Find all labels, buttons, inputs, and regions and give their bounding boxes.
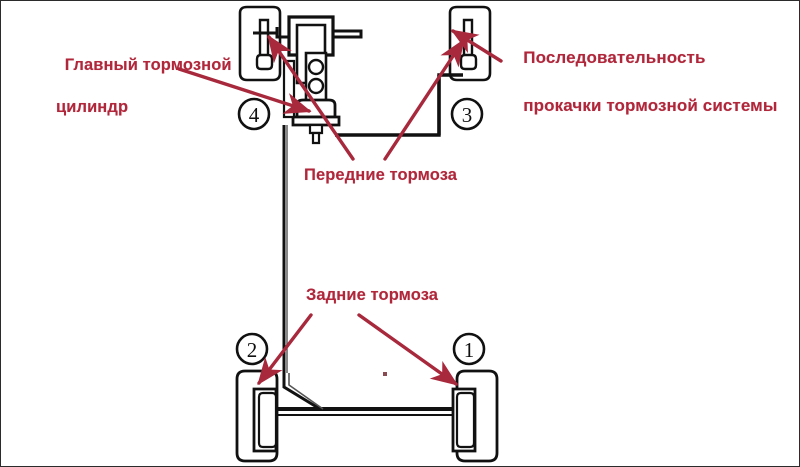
marker-1-label: 1 bbox=[464, 338, 475, 362]
arrow-front-brakes-to-front-right bbox=[383, 38, 465, 161]
pipe-front-right-run bbox=[335, 73, 463, 137]
label-rear-brakes: Задние тормоза bbox=[306, 286, 439, 304]
marker-2-circle bbox=[235, 332, 269, 366]
label-master-cylinder-line2: цилиндр bbox=[56, 98, 129, 116]
marker-4-circle bbox=[237, 97, 271, 131]
arrow-rear-brakes-to-rear-left bbox=[257, 313, 313, 386]
label-front-brakes: Передние тормоза bbox=[304, 166, 458, 184]
diagram-title-line1: Последовательность bbox=[523, 48, 706, 67]
wheel-rear-left-drum-inner bbox=[257, 391, 278, 449]
arrow-rear-brakes-to-rear-right bbox=[357, 313, 459, 386]
marker-4: 4 bbox=[237, 97, 271, 131]
marker-3-circle bbox=[450, 97, 484, 131]
marker-2: 2 bbox=[235, 332, 269, 366]
annotation-arrows bbox=[177, 29, 503, 386]
master-cylinder-flange bbox=[291, 115, 341, 127]
wheel-front-right-cylinder bbox=[459, 53, 478, 71]
wheel-front-left-cylinder bbox=[255, 53, 274, 71]
pipe-rear-diagonal-2 bbox=[288, 373, 324, 410]
marker-3: 3 bbox=[450, 97, 484, 131]
center-dot-marker bbox=[383, 372, 387, 376]
master-cylinder-pushrod bbox=[308, 123, 324, 135]
arrow-title-to-front-right bbox=[450, 29, 503, 63]
master-cylinder-pushrod-tip bbox=[311, 131, 321, 145]
marker-1: 1 bbox=[452, 332, 486, 366]
pipe-rear-diagonal bbox=[282, 373, 321, 411]
marker-1-circle bbox=[452, 332, 486, 366]
master-cylinder-piston-lower bbox=[307, 77, 325, 95]
arrow-front-brakes-to-front-left bbox=[267, 34, 355, 161]
marker-2-label: 2 bbox=[247, 338, 258, 362]
marker-3-label: 3 bbox=[462, 103, 473, 127]
schematic-linework bbox=[235, 5, 499, 463]
wheel-rear-right-drum-inner bbox=[455, 391, 476, 449]
label-master-cylinder-line1: Главный тормозной bbox=[64, 56, 232, 74]
arrow-master-cylinder bbox=[177, 67, 312, 114]
label-master-cylinder: Главный тормозной цилиндр bbox=[46, 34, 232, 160]
master-cylinder-piston-upper bbox=[307, 58, 325, 76]
sequence-markers: 4 3 2 1 bbox=[235, 97, 486, 366]
diagram-title-line2: прокачки тормозной системы bbox=[523, 96, 778, 115]
pipe-front-right bbox=[333, 29, 363, 39]
marker-4-label: 4 bbox=[249, 103, 260, 127]
diagram-title: Последовательность прокачки тормозной си… bbox=[504, 22, 777, 142]
